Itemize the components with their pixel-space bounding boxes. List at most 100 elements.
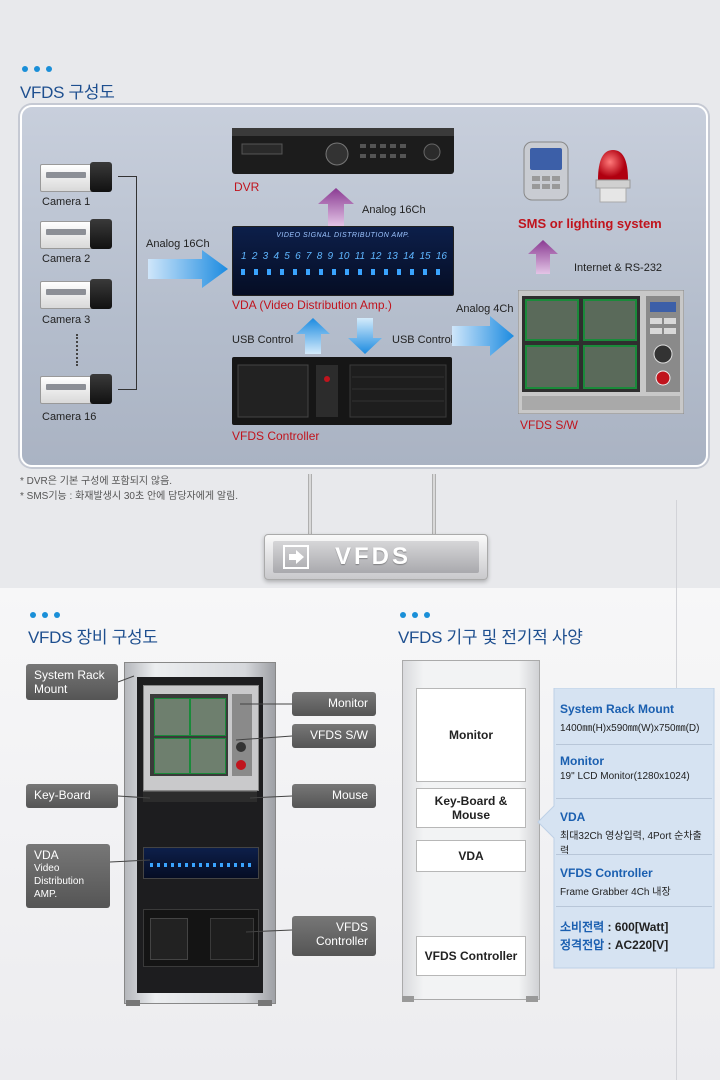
vda-channel-1: 1 [241, 251, 247, 262]
spec-controller-title: VFDS Controller [560, 866, 653, 880]
spec-rack-foot-right [526, 996, 538, 1002]
spec-monitor-title: Monitor [560, 754, 604, 768]
sw-rack-label: VFDS S/W [292, 724, 376, 748]
vda-channel-3: 3 [262, 251, 269, 262]
sign-arrow-icon [283, 545, 309, 569]
vda-channel-10: 10 [338, 251, 350, 262]
camera-2-icon [40, 215, 112, 251]
title-dots-3 [400, 612, 430, 618]
vda-channel-4: 4 [273, 251, 279, 262]
vda-channel-14: 14 [403, 251, 415, 262]
sign-pole-right [432, 474, 436, 536]
spec-vda: VDA 최대32Ch 영상입력, 4Port 순차출력 [560, 810, 710, 857]
rack-monitor [143, 685, 259, 791]
analog-4ch-label: Analog 4Ch [456, 303, 514, 315]
keyboard-label: Key-Board [26, 784, 118, 808]
vda-channel-6: 6 [295, 251, 301, 262]
arrow-usb-down [348, 318, 382, 354]
arrow-to-vda [148, 250, 228, 288]
arrow-usb-up [296, 318, 330, 354]
spec-panel [537, 688, 715, 969]
footnote-sms: * SMS기능 : 화재발생시 30초 안에 담당자에게 알림. [20, 491, 239, 502]
arrow-to-sms [528, 240, 558, 274]
camera-2-label: Camera 2 [42, 253, 91, 265]
rack-foot-right [258, 1000, 272, 1006]
camera-bracket [118, 176, 137, 390]
spec-controller-value: Frame Grabber 4Ch 내장 [560, 887, 671, 898]
sw-label: VFDS S/W [520, 418, 579, 432]
internet-rs232-label: Internet & RS-232 [574, 262, 663, 274]
section-title-architecture: VFDS 구성도 [20, 83, 115, 102]
vda-channel-5: 5 [284, 251, 290, 262]
vda-channel-16: 16 [435, 251, 447, 262]
arrow-to-sw [452, 316, 514, 356]
camera-ellipsis [76, 334, 80, 366]
spec-divider-3 [556, 854, 712, 855]
rack-mount-label: System Rack Mount [26, 664, 118, 700]
section-title-specs: VFDS 기구 및 전기적 사양 [398, 628, 583, 647]
rack-foot-left [126, 1000, 140, 1006]
rack-cabinet [124, 662, 276, 1004]
spec-vda-title: VDA [560, 810, 586, 824]
usb-control-right-label: USB Control [392, 334, 454, 346]
spec-power-value: : 600[Watt] [604, 920, 669, 934]
vda-channel-8: 8 [316, 251, 323, 262]
section-title-equipment: VFDS 장비 구성도 [28, 628, 158, 647]
usb-control-left-label: USB Control [232, 334, 294, 346]
spec-vda-value: 최대32Ch 영상입력, 4Port 순차출력 [560, 831, 702, 857]
vda-channel-12: 12 [370, 251, 382, 262]
module-controller: VFDS Controller [416, 936, 526, 976]
vda-label: VDA (Video Distribution Amp.) [232, 298, 392, 312]
title-dots-2 [30, 612, 60, 618]
camera-3-label: Camera 3 [42, 314, 91, 326]
spec-monitor-value: 19" LCD Monitor(1280x1024) [560, 771, 690, 782]
module-keyboard-mouse: Key-Board & Mouse [416, 788, 526, 828]
sms-lighting-label: SMS or lighting system [518, 216, 662, 231]
footnote-dvr: * DVR은 기본 구성에 포함되지 않음. [20, 476, 173, 487]
warning-light-icon [595, 150, 631, 203]
title-dots [22, 66, 52, 72]
spec-voltage: 정격전압 : AC220[V] [560, 936, 668, 953]
monitor-label: Monitor [292, 692, 376, 716]
spec-rack-foot-left [402, 996, 414, 1002]
vda-channel-2: 2 [251, 251, 258, 262]
vda-channel-9: 9 [327, 251, 334, 262]
mouse-label: Mouse [292, 784, 376, 808]
analog-16ch-top-label: Analog 16Ch [362, 204, 426, 216]
camera-3-icon [40, 275, 112, 311]
analog-16ch-left-label: Analog 16Ch [146, 238, 210, 250]
sw-screenshot [518, 290, 684, 414]
arrow-to-dvr [318, 188, 354, 226]
controller-label: VFDS Controller [232, 429, 320, 443]
vda-screen-title: VIDEO SIGNAL DISTRIBUTION AMP. [276, 232, 410, 239]
vfds-sign: VFDS [264, 534, 488, 580]
vda-channel-15: 15 [419, 251, 431, 262]
controller-rack-label: VFDS Controller [292, 916, 376, 956]
vda-channel-13: 13 [386, 251, 398, 262]
spec-rack-mount-value: 1400㎜(H)x590㎜(W)x750㎜(D) [560, 723, 700, 734]
phone-icon [523, 141, 569, 201]
module-monitor: Monitor [416, 688, 526, 782]
dvr-label: DVR [234, 180, 260, 194]
vda-rack-label: VDA Video Distribution AMP. [26, 844, 110, 908]
vda-leds [241, 269, 447, 275]
camera-16-icon [40, 370, 112, 406]
camera-16-label: Camera 16 [42, 411, 97, 423]
spec-rack-mount: System Rack Mount 1400㎜(H)x590㎜(W)x750㎜(… [560, 702, 710, 734]
sign-pole-left [308, 474, 312, 536]
spec-voltage-value: : AC220[V] [604, 938, 669, 952]
vda-rack-desc: Video Distribution AMP. [34, 863, 85, 900]
spec-power: 소비전력 : 600[Watt] [560, 918, 668, 935]
sign-text: VFDS [335, 543, 412, 570]
dvr-device [232, 128, 454, 174]
vda-channel-11: 11 [354, 251, 366, 262]
spec-divider-1 [556, 744, 712, 745]
spec-divider-2 [556, 798, 712, 799]
controller-device [232, 357, 452, 425]
rack-vda [143, 847, 259, 879]
rack-controller [143, 909, 259, 967]
rack-keyboard [143, 791, 257, 802]
spec-power-label: 소비전력 [560, 920, 605, 934]
